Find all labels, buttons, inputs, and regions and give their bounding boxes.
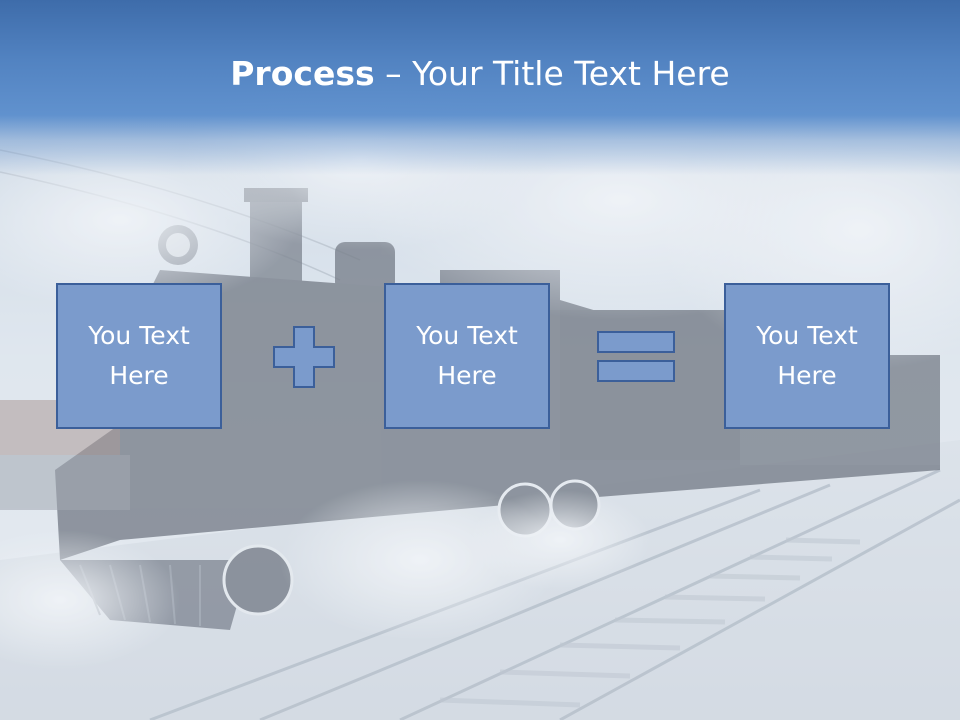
box-1-text: You Text Here: [88, 321, 190, 390]
process-text-box-3[interactable]: You Text Here: [724, 283, 890, 429]
plus-icon[interactable]: [272, 325, 336, 389]
equals-icon[interactable]: [596, 330, 676, 384]
slide-title[interactable]: Process – Your Title Text Here: [0, 52, 960, 96]
title-bold-text: Process: [230, 54, 375, 93]
process-text-box-1[interactable]: You Text Here: [56, 283, 222, 429]
process-text-box-2[interactable]: You Text Here: [384, 283, 550, 429]
title-rest-text: – Your Title Text Here: [374, 54, 730, 93]
box-2-text: You Text Here: [416, 321, 518, 390]
title-band: [0, 0, 960, 175]
box-3-text: You Text Here: [756, 321, 858, 390]
